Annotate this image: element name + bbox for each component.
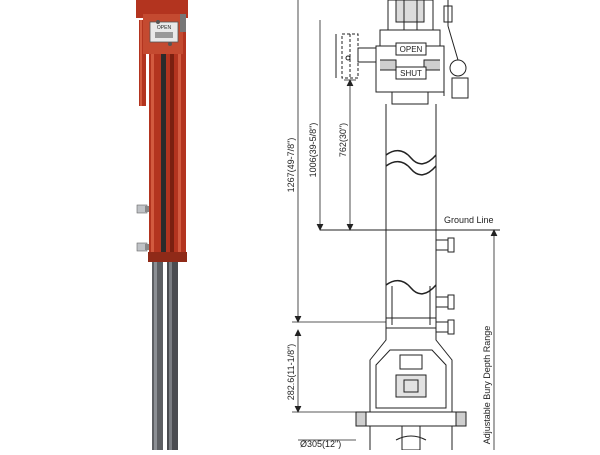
operating-rod <box>139 20 146 106</box>
base-shoe <box>355 328 467 451</box>
lower-pipe-left <box>152 255 163 450</box>
dim-flange-diameter: Ø305(12") <box>300 439 341 449</box>
nozzle-fittings <box>435 237 455 335</box>
shut-label: SHUT <box>400 69 422 78</box>
standpipe <box>385 230 437 329</box>
side-lever <box>335 33 377 79</box>
hydrant-render: OPEN <box>136 0 188 450</box>
side-fitting-upper <box>136 204 149 214</box>
bury-depth-label: Adjustable Bury Depth Range <box>482 326 492 445</box>
lower-pipe-right <box>167 255 178 450</box>
side-fitting-lower <box>136 242 149 252</box>
dim-flange-height: 282.6(11-1/8") <box>286 344 296 401</box>
open-label: OPEN <box>400 45 423 54</box>
dimension-lines <box>292 0 498 450</box>
padlock-icon <box>443 0 469 99</box>
hydrant-technical-drawing: OPEN SHUT <box>292 0 500 451</box>
indicator-open-label: OPEN <box>157 25 172 31</box>
head-assembly <box>375 0 445 105</box>
dim-overall-height: 1267(49-7/8") <box>286 138 296 193</box>
dim-upper-height: 1006(39-5/8") <box>308 123 318 178</box>
top-head <box>136 0 188 18</box>
ground-line-label: Ground Line <box>444 215 494 225</box>
dim-gate-height: 762(30") <box>338 123 348 157</box>
barrel <box>385 104 437 230</box>
